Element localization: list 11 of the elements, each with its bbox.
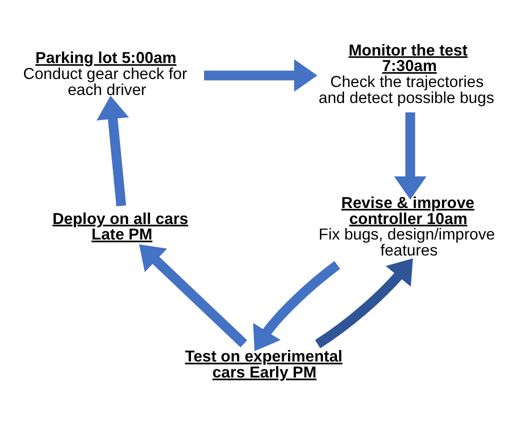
- node-text: Monitor the test 7:30am Check the trajectories and detect possible bugs: [318, 42, 494, 107]
- arrow: [394, 112, 426, 200]
- node-text: Test on experimental cars Early PM: [184, 348, 342, 382]
- arrow: [96, 96, 129, 206]
- arrow: [315, 258, 413, 348]
- arrow: [139, 244, 248, 348]
- node-text: Deploy on all cars Late PM: [52, 210, 188, 244]
- arrow: [204, 59, 318, 92]
- arrow: [253, 261, 340, 352]
- node-text: Parking lot 5:00am Conduct gear check for each driver: [23, 50, 188, 99]
- node-text: Revise & improve controller 10am Fix bugs, design/improve features: [318, 194, 495, 260]
